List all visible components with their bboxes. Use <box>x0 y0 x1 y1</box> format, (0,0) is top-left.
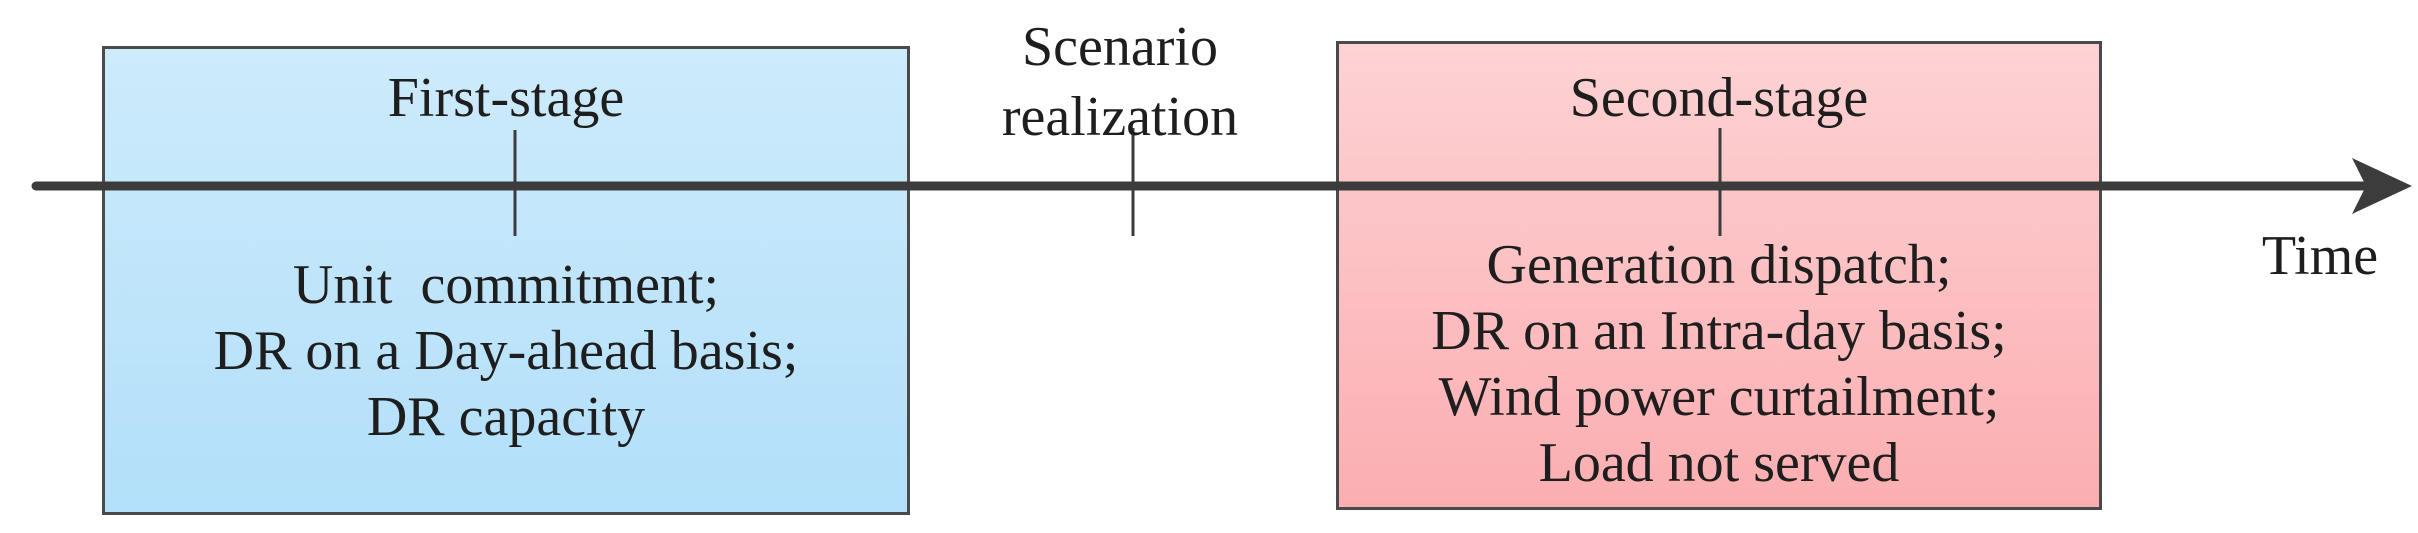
scenario-realization-label: Scenario realization <box>920 12 1320 152</box>
second-stage-decision: Load not served <box>1538 432 1900 494</box>
first-stage-decision: DR on a Day-ahead basis; <box>213 320 799 382</box>
second-stage-title: Second-stage <box>1569 67 1869 129</box>
scenario-label-line-2: realization <box>1001 86 1239 148</box>
second-stage-decision: Wind power curtailment; <box>1438 366 2000 428</box>
scenario-label-line-1: Scenario <box>1022 16 1218 78</box>
second-stage-decisions: Generation dispatch; DR on an Intra-day … <box>1336 232 2102 496</box>
second-stage-decision: Generation dispatch; <box>1486 234 1952 296</box>
first-stage-title: First-stage <box>387 67 625 129</box>
first-stage-decisions: Unit commitment; DR on a Day-ahead basis… <box>102 252 910 450</box>
time-axis-arrowhead <box>2352 158 2412 214</box>
first-stage-decision: Unit commitment; <box>292 254 720 316</box>
time-axis-label: Time <box>2261 225 2379 287</box>
first-stage-box <box>102 46 910 515</box>
first-stage-decision: DR capacity <box>366 386 646 448</box>
second-stage-decision: DR on an Intra-day basis; <box>1431 300 2007 362</box>
second-stage-box <box>1336 41 2102 510</box>
